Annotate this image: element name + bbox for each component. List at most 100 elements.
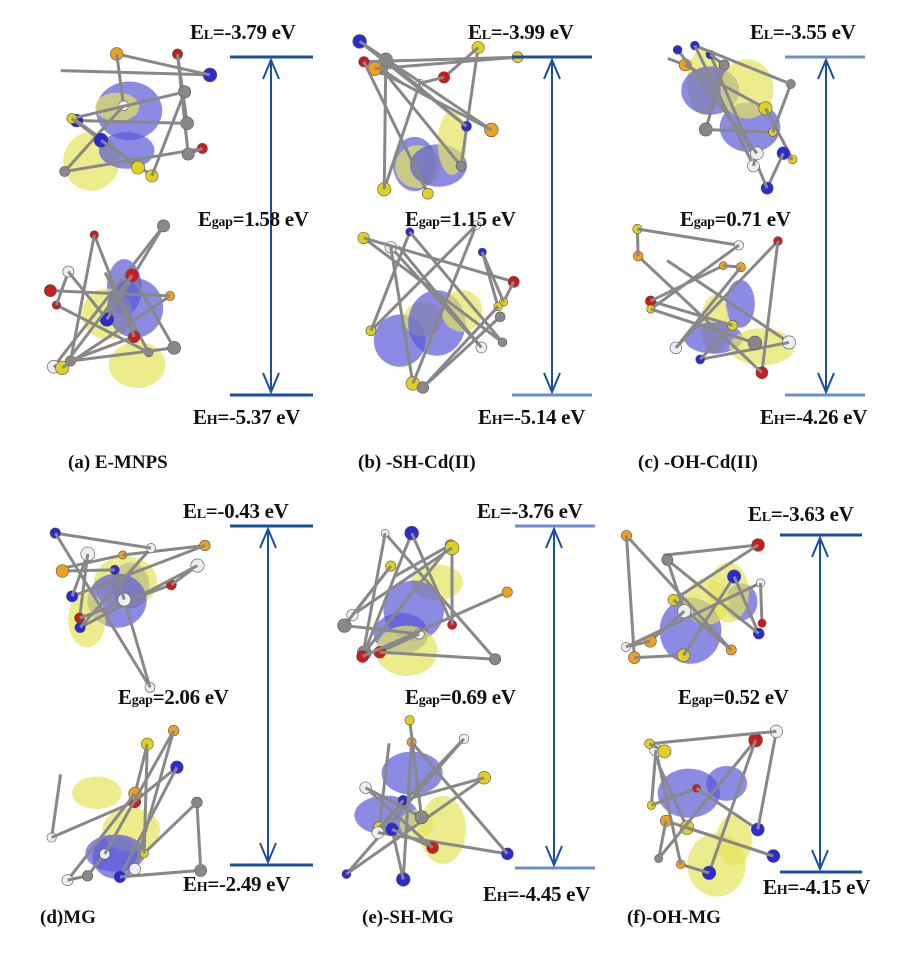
bond xyxy=(649,729,777,746)
arrowhead-up-icon xyxy=(259,526,277,549)
bond xyxy=(410,741,509,855)
bond xyxy=(64,146,203,173)
bond xyxy=(699,340,790,361)
energy-value: =1.15 eV xyxy=(439,207,516,231)
energy-symbol: E xyxy=(198,207,212,231)
bond xyxy=(345,776,486,876)
atom xyxy=(766,849,781,863)
arrowhead-down-icon xyxy=(545,845,563,868)
atom xyxy=(672,45,683,55)
bond xyxy=(369,224,478,332)
energy-value: =-5.37 eV xyxy=(217,405,301,429)
bond xyxy=(363,544,452,654)
orbital-lobe xyxy=(72,776,122,810)
bond xyxy=(55,531,152,550)
bond xyxy=(103,729,175,855)
energy-subscript: H xyxy=(776,883,788,898)
bond xyxy=(374,67,493,132)
energy-subscript: L xyxy=(490,507,500,522)
atom xyxy=(128,862,141,876)
lumo-orbital-structure xyxy=(667,40,798,195)
bond xyxy=(358,40,493,132)
arrowhead-down-icon xyxy=(259,842,277,865)
orbital-lobe xyxy=(85,834,146,872)
bond xyxy=(364,786,434,849)
bond xyxy=(694,44,792,86)
bond xyxy=(79,564,199,629)
bond xyxy=(634,653,684,660)
bond xyxy=(363,55,518,64)
bond xyxy=(665,559,686,612)
bond xyxy=(100,139,139,169)
energy-symbol: E xyxy=(678,685,692,709)
lumo-energy-label: EL=-3.99 eV xyxy=(468,20,574,45)
bond xyxy=(649,244,740,311)
energy-value: =0.52 eV xyxy=(712,685,789,709)
lumo-energy-label: EL=-3.55 eV xyxy=(750,20,856,45)
bond xyxy=(113,569,126,601)
energy-symbol: E xyxy=(478,405,492,429)
atom xyxy=(131,160,145,175)
bond xyxy=(103,271,151,354)
bond xyxy=(92,234,136,338)
energy-value: =-5.14 eV xyxy=(502,405,586,429)
atom xyxy=(507,275,520,288)
lumo-orbital-structure xyxy=(59,47,218,191)
bond xyxy=(150,91,186,177)
orbital-lobe xyxy=(657,768,721,818)
lumo-energy-label: EL=-3.79 eV xyxy=(190,20,296,45)
atom xyxy=(501,586,513,598)
panel-label: (b) -SH-Cd(II) xyxy=(358,452,476,473)
arrowhead-up-icon xyxy=(817,57,835,80)
gap-energy-label: Egap=1.15 eV xyxy=(405,207,516,232)
bond xyxy=(70,346,175,363)
energy-value: =0.69 eV xyxy=(439,685,516,709)
energy-value: =-4.15 eV xyxy=(787,875,871,899)
bond xyxy=(411,224,478,385)
bond xyxy=(410,532,454,626)
atom xyxy=(747,335,763,351)
bond xyxy=(62,568,115,573)
energy-symbol: E xyxy=(190,20,204,44)
arrowhead-up-icon xyxy=(811,535,829,558)
bond xyxy=(361,533,387,657)
energy-value: =-0.43 eV xyxy=(205,499,289,523)
bond xyxy=(379,632,420,654)
energy-symbol: E xyxy=(483,882,497,906)
bond xyxy=(55,271,70,306)
energy-symbol: E xyxy=(118,685,132,709)
bond xyxy=(771,83,793,133)
bond xyxy=(672,543,759,602)
arrowhead-up-icon xyxy=(262,57,280,80)
homo-energy-label: EH=-5.37 eV xyxy=(193,405,300,430)
bond xyxy=(649,750,658,806)
energy-symbol: E xyxy=(405,207,419,231)
bond xyxy=(361,590,508,658)
bond xyxy=(402,776,485,802)
bond xyxy=(674,239,780,349)
bond xyxy=(760,240,780,373)
bond xyxy=(78,553,90,619)
bond xyxy=(79,547,153,629)
lumo-orbital-structure xyxy=(352,34,524,200)
bond xyxy=(650,299,733,327)
bond xyxy=(67,270,108,321)
energy-value: =-3.63 eV xyxy=(770,502,854,526)
energy-value: =-4.45 eV xyxy=(507,882,591,906)
gap-energy-label: Egap=0.52 eV xyxy=(678,685,789,710)
bond xyxy=(758,582,764,624)
bond xyxy=(50,774,63,838)
atom xyxy=(661,554,674,566)
atom xyxy=(167,341,181,355)
bond xyxy=(122,544,206,557)
energy-value: =-3.76 eV xyxy=(499,499,583,523)
bond xyxy=(71,90,185,120)
energy-symbol: E xyxy=(183,499,197,523)
energy-value: =2.06 eV xyxy=(152,685,229,709)
bond xyxy=(637,227,740,247)
bond xyxy=(381,68,463,168)
bond xyxy=(143,801,198,855)
lumo-energy-label: EL=-0.43 eV xyxy=(183,499,289,524)
bond xyxy=(51,800,136,839)
bond xyxy=(707,739,757,874)
